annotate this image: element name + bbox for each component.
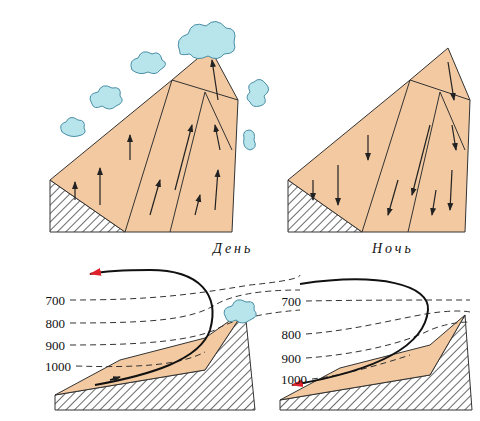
panel-caption: День: [213, 242, 253, 256]
panel-caption: Ночь: [372, 242, 414, 256]
isobar-value: 800: [282, 328, 302, 341]
isobar-value: 700: [46, 294, 66, 307]
isobar-value: 900: [46, 339, 66, 352]
isobar-value: 1000: [45, 360, 71, 373]
isobar-value: 800: [46, 317, 66, 330]
isobar-value: 900: [282, 352, 302, 365]
isobar-value: 1000: [281, 373, 307, 386]
isobar-value: 700: [282, 295, 302, 308]
